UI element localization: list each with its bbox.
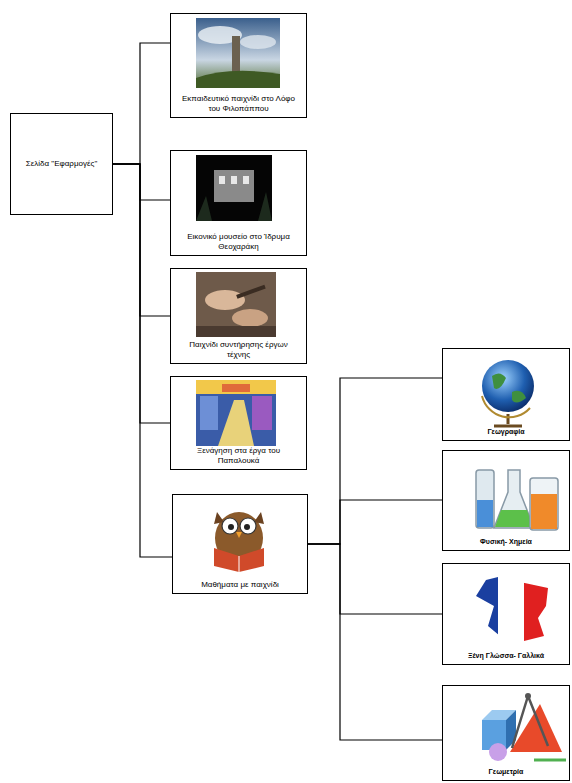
node-label: Γεωγραφία (487, 428, 524, 437)
tree-connector (113, 164, 170, 200)
museum-photo (196, 155, 272, 221)
restoration-photo (196, 272, 276, 337)
app-box: Φυσική- Χημεία (442, 450, 570, 551)
node-label: Μαθήματα με παιχνίδι (201, 580, 279, 590)
tree-connector (308, 500, 442, 544)
tree-connector (308, 378, 442, 544)
node-label: Εκπαιδευτικό παιχνίδι στο Λόφο του Φιλοπ… (177, 94, 300, 114)
node-label: Εικονικό μουσείο στο Ίδρυμα Θεοχαράκη (177, 232, 300, 252)
app-box: Γεωγραφία (442, 348, 570, 441)
node-label: Γεωμετρία (489, 768, 524, 777)
app-box: Γεωμετρία (442, 685, 570, 781)
node-label: Σελίδα "Εφαρμογές" (26, 159, 97, 169)
hill-photo (196, 18, 280, 88)
app-box: Ξένη Γλώσσα- Γαλλικά (442, 563, 570, 665)
page-box: Σελίδα "Εφαρμογές" (10, 113, 113, 215)
painting-image (196, 380, 276, 446)
tree-connector (308, 544, 442, 614)
flasks-icon (476, 470, 558, 530)
app-box: Εικονικό μουσείο στο Ίδρυμα Θεοχαράκη (170, 150, 307, 256)
node-label: Φυσική- Χημεία (480, 538, 532, 547)
tree-connector (308, 544, 442, 740)
tree-connector (113, 164, 170, 316)
globe-icon (482, 360, 534, 426)
app-box: Ξενάγηση στα έργα του Παπαλουκά (170, 376, 307, 470)
node-label: Ξενάγηση στα έργα του Παπαλουκά (177, 446, 300, 466)
app-box: Μαθήματα με παιχνίδι (172, 494, 308, 594)
node-label: Ξένη Γλώσσα- Γαλλικά (468, 652, 544, 661)
owl-icon (214, 512, 264, 572)
app-box: Παιχνίδι συντήρησης έργων τέχνης (170, 268, 307, 364)
app-box: Εκπαιδευτικό παιχνίδι στο Λόφο του Φιλοπ… (170, 13, 307, 118)
geometry-icon (482, 693, 566, 761)
tree-connector (113, 43, 170, 164)
node-label: Παιχνίδι συντήρησης έργων τέχνης (177, 340, 300, 360)
tree-connector (113, 164, 170, 423)
tree-connector (113, 164, 172, 557)
france-map (470, 570, 554, 646)
